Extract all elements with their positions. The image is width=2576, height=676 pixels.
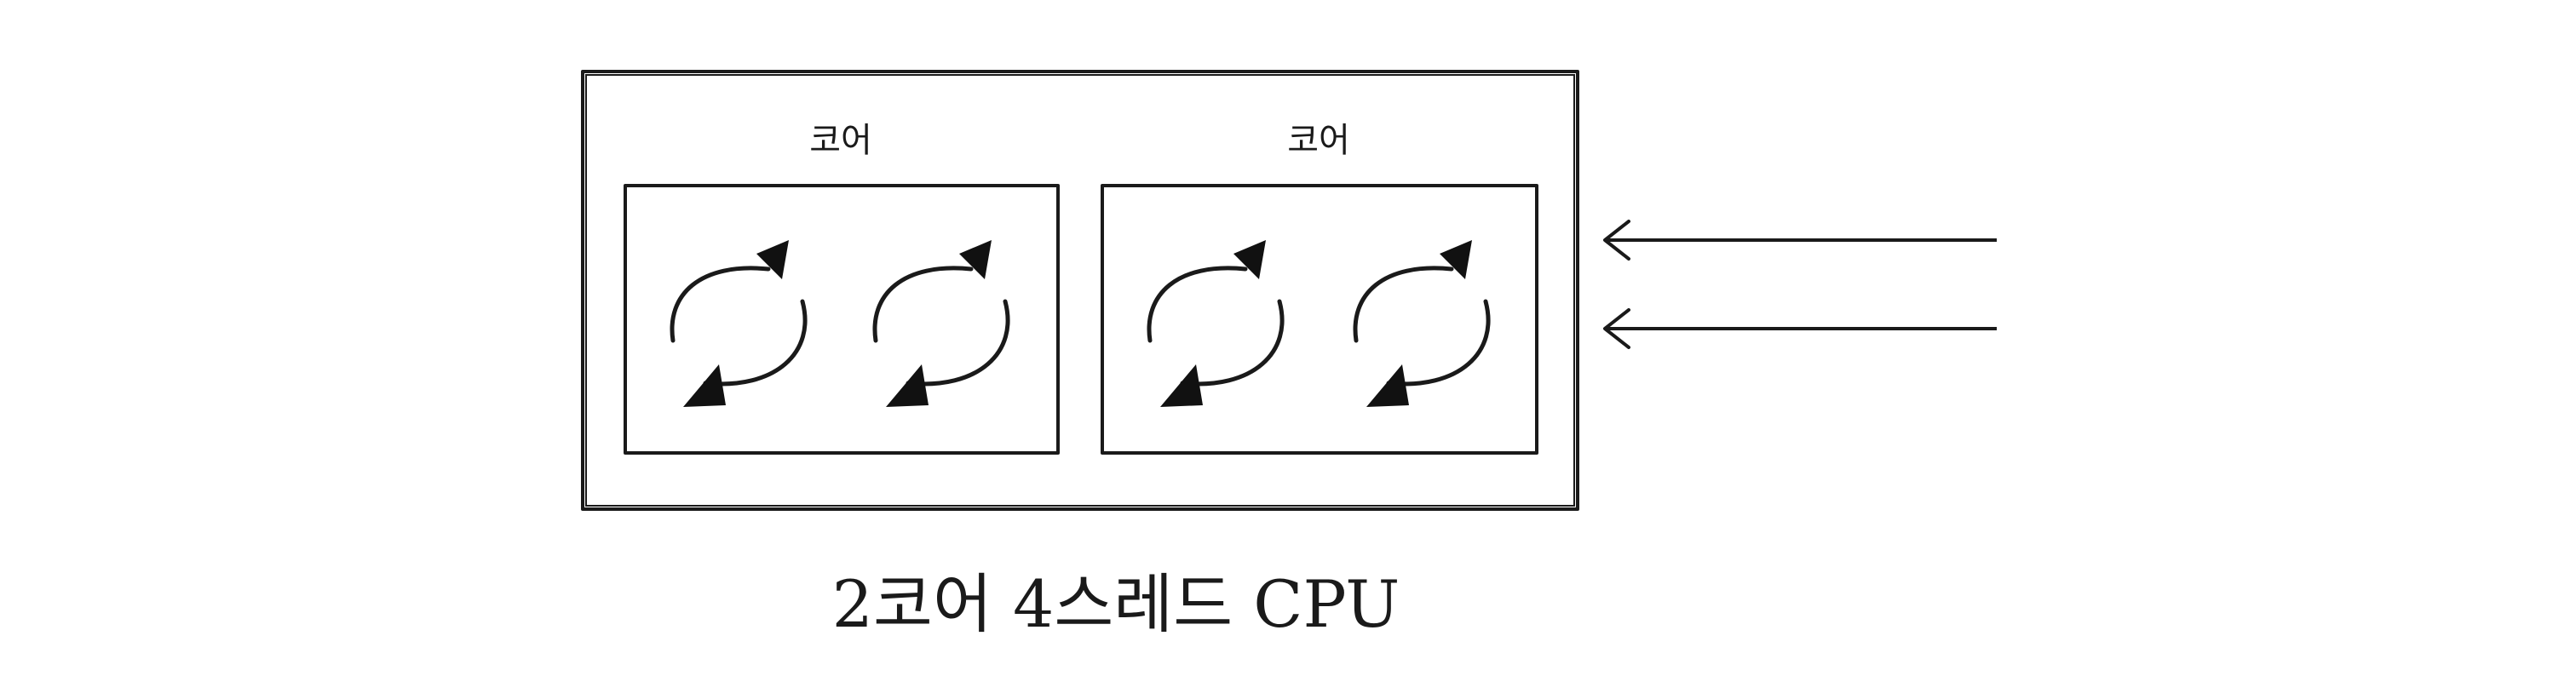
incoming-arrow: [1603, 308, 1997, 349]
thread-cycle-icon: [672, 240, 805, 407]
core-1: 코어: [624, 121, 1060, 455]
thread-cycle-icon: [1355, 240, 1488, 407]
core-box: [624, 184, 1060, 455]
core-label: 코어: [809, 121, 872, 160]
thread-cycle-icon: [1149, 240, 1282, 407]
thread-cycle-icon: [875, 240, 1008, 407]
core-box: [1101, 184, 1538, 455]
incoming-arrow: [1603, 220, 1997, 261]
diagram-caption: 2코어 4스레드 CPU: [832, 566, 1400, 642]
core-label: 코어: [1287, 121, 1350, 160]
cpu-box: [581, 70, 1579, 511]
core-2: 코어: [1101, 121, 1538, 455]
